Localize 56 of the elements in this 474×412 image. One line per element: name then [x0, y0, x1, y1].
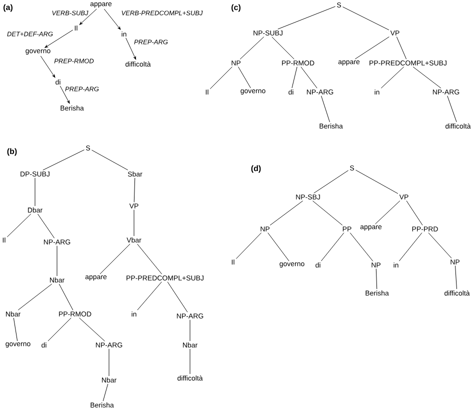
panel-label: (c) [232, 4, 240, 12]
tree-branch [396, 36, 407, 60]
tree-branch [6, 214, 32, 238]
tree-branch [320, 232, 344, 262]
tree-branch [398, 232, 422, 262]
tree-branch [137, 244, 162, 274]
arrow [44, 30, 74, 48]
panel-label: (b) [7, 148, 17, 156]
panel-label: (a) [4, 4, 12, 12]
tree-branch [355, 170, 398, 194]
tree-branch [292, 66, 298, 88]
tree-branch [102, 384, 108, 402]
tree-branch [236, 232, 262, 259]
arrow [126, 38, 136, 60]
tree-branch [108, 348, 110, 376]
tree-branch [34, 178, 36, 206]
tree-branch [100, 244, 130, 274]
tree-branch [406, 200, 423, 226]
tree-branch [376, 268, 378, 290]
tree-branch [314, 170, 349, 194]
tree-branch [79, 318, 105, 342]
tree-branch [210, 66, 232, 90]
tree-branch [447, 96, 457, 122]
tree-branch [238, 66, 251, 88]
tree-branch [412, 66, 442, 88]
tree-branch [300, 66, 318, 88]
tree-branch [272, 36, 294, 60]
tree-branch [167, 282, 188, 312]
arrow [79, 8, 97, 25]
tree-branch [92, 150, 128, 170]
tree-branch [13, 318, 18, 342]
tree-branch [42, 150, 85, 170]
tree-branch [270, 200, 304, 226]
tree-branch [321, 96, 330, 122]
arrow [104, 8, 121, 30]
arrow [40, 56, 56, 78]
tree-branch [268, 232, 290, 262]
tree-branch [428, 232, 452, 258]
tree-branch [350, 232, 374, 262]
tree-branch [134, 178, 136, 202]
tree-branch [375, 200, 400, 224]
tree-branch [455, 266, 457, 290]
tree-branch [48, 318, 72, 342]
arrow [60, 86, 70, 104]
panel-label: (d) [251, 165, 261, 173]
tree-branch [380, 66, 404, 88]
tree-branch [18, 284, 52, 310]
tree-branch [312, 200, 343, 226]
tree-branch [278, 6, 336, 30]
tree-branch [38, 214, 55, 238]
tree-branch [137, 282, 162, 310]
tree-branch [342, 6, 390, 30]
tree-branch [56, 246, 58, 276]
tree-branch [240, 36, 264, 60]
tree-branch [354, 36, 390, 60]
tree-branch [58, 284, 74, 310]
